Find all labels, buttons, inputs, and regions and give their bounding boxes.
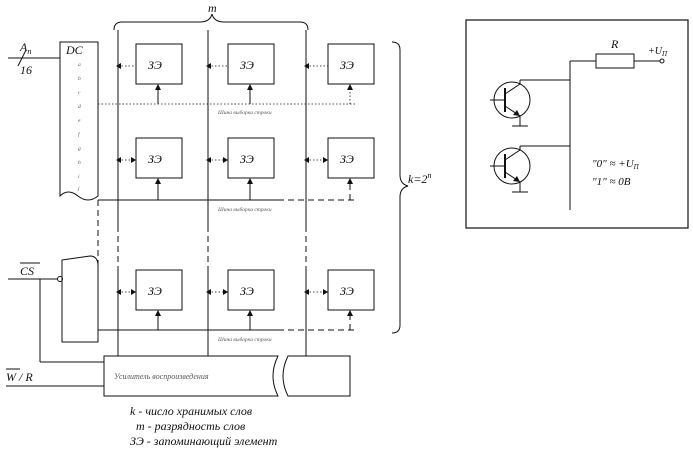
decoder-label: DC [65, 43, 84, 57]
cell-label: ЗЭ [240, 284, 254, 298]
supply-label: +UП [648, 46, 668, 58]
m-brace [113, 13, 309, 31]
cell-r1-c1 [135, 43, 183, 85]
address-width-label: 16 [20, 63, 32, 77]
resistor-label: R [610, 37, 619, 51]
wr-label: W / R [6, 370, 33, 384]
row-2: ЗЭ ЗЭ ЗЭ Шина выборки строки [98, 137, 375, 213]
svg-text:b: b [78, 76, 81, 82]
svg-text:f: f [78, 131, 81, 138]
svg-text:i: i [78, 174, 80, 180]
cell-label: ЗЭ [148, 152, 162, 166]
cell-r3-c2 [227, 269, 275, 311]
transistor-1-icon [490, 79, 570, 127]
cell-label: ЗЭ [340, 58, 354, 72]
svg-text:d: d [78, 104, 81, 110]
logic-zero-label: "0" ≈ +UП [592, 158, 640, 171]
row-1-bus-label: Шина выборки строки [217, 109, 272, 116]
m-label: m [208, 1, 217, 15]
resistor [595, 53, 635, 69]
cell-r2-c2 [227, 137, 275, 179]
legend-line-1: k - число хранимых слов [130, 404, 252, 418]
svg-text:a: a [78, 62, 81, 68]
svg-text:g: g [78, 146, 81, 152]
cell-label: ЗЭ [148, 284, 162, 298]
cell-r2-c1 [135, 137, 183, 179]
amplifier-label: Усилитель воспроизведения [114, 372, 209, 381]
k-brace [391, 41, 409, 334]
cs-label: CS [20, 264, 34, 278]
cell-r3-c1 [135, 269, 183, 311]
supply-terminal [659, 58, 665, 64]
svg-text:c: c [78, 90, 81, 96]
row-1: ЗЭ ЗЭ ЗЭ Шина выборки строки [98, 43, 375, 116]
address-slash [17, 49, 27, 67]
cell-label: ЗЭ [240, 152, 254, 166]
logic-one-label: "1" ≈ 0В [592, 176, 631, 188]
legend-line-3: ЗЭ - запоминающий элемент [130, 434, 278, 448]
decoder-box [59, 41, 99, 201]
cell-label: ЗЭ [340, 152, 354, 166]
row-3-bus-label: Шина выборки строки [217, 336, 272, 343]
decoder-output-marks: a b c d e f g h i j [77, 62, 81, 192]
cell-r1-c3 [327, 43, 375, 85]
cell-r1-c2 [227, 43, 275, 85]
amplifier-block [103, 355, 279, 397]
cell-r2-c3 [327, 137, 375, 179]
cell-label: ЗЭ [148, 58, 162, 72]
row-2-bus-label: Шина выборки строки [217, 206, 272, 213]
legend-line-2: m - разрядность слов [136, 419, 245, 433]
cell-label: ЗЭ [340, 284, 354, 298]
amplifier-block-end [282, 355, 351, 397]
svg-text:j: j [77, 186, 80, 192]
k-label: k=2n [408, 171, 431, 186]
cell-label: ЗЭ [240, 58, 254, 72]
row-3: ЗЭ ЗЭ ЗЭ Шина выборки строки [98, 269, 375, 343]
address-label: An [19, 40, 31, 56]
transistor-2-icon [490, 145, 570, 193]
cell-circuit-inset [465, 19, 689, 229]
svg-text:e: e [78, 118, 81, 124]
cs-gate [61, 255, 99, 343]
svg-text:h: h [78, 160, 81, 166]
cell-r3-c3 [327, 269, 375, 311]
